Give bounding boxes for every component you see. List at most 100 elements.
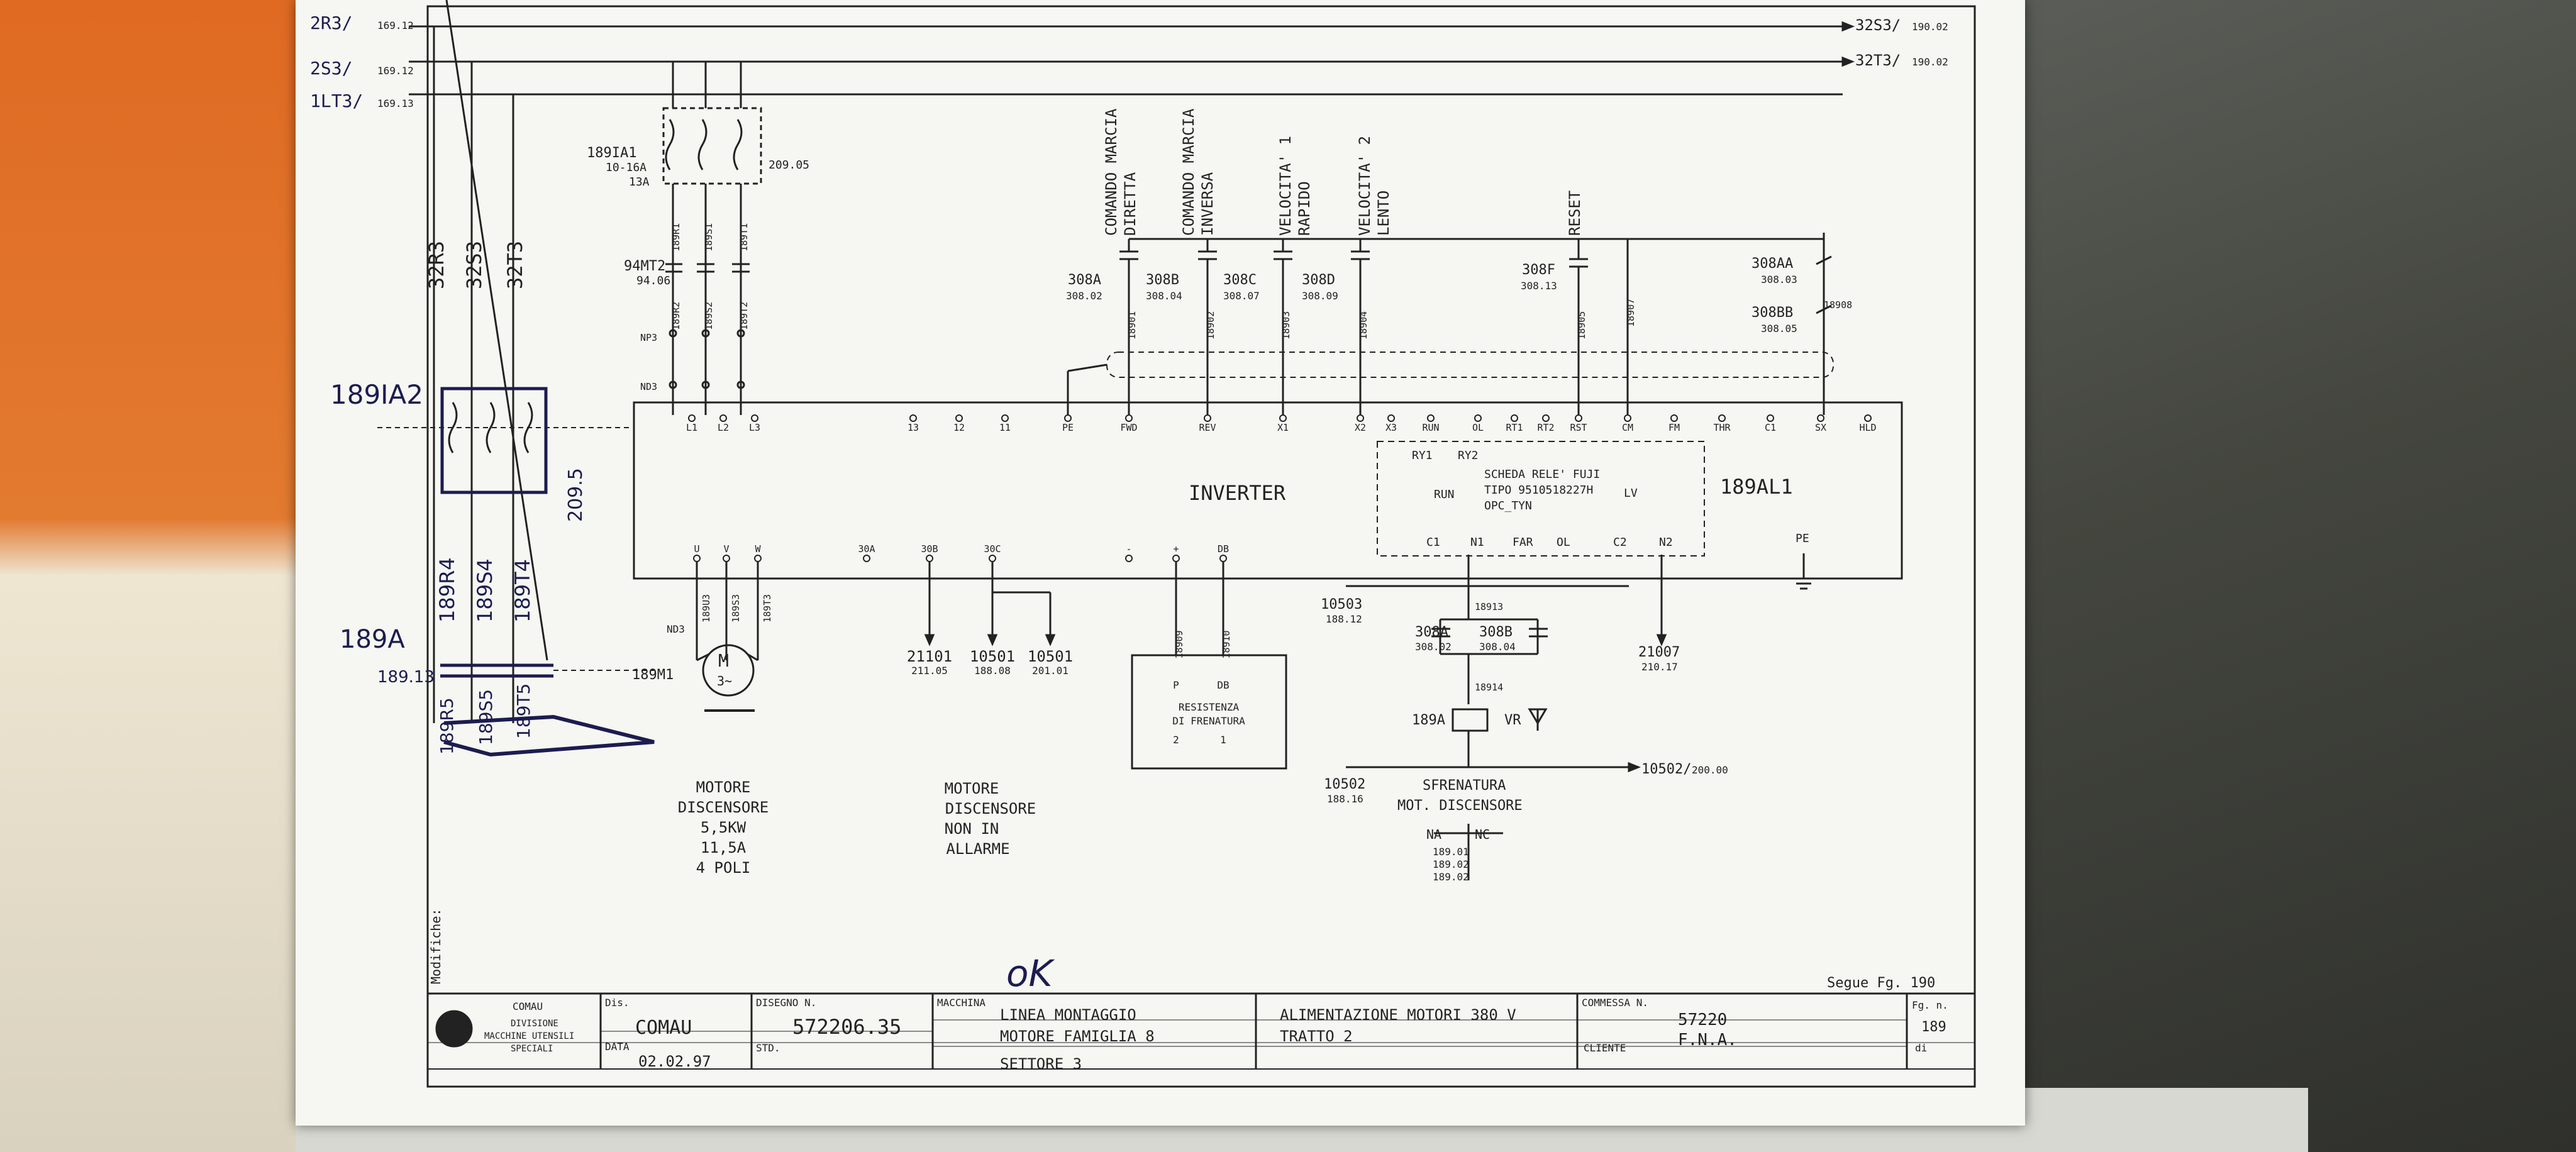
cmd-2-text1: COMANDO MARCIA bbox=[1180, 108, 1197, 236]
brake-contact-1: 308A bbox=[1415, 624, 1448, 640]
tb-fg-value: 189 bbox=[1921, 1019, 1946, 1035]
supply-out-t: 32T3/ bbox=[1855, 52, 1901, 69]
supply-t-label: 1LT3/ bbox=[310, 91, 363, 111]
tb-division-2: MACCHINE UTENSILI bbox=[484, 1031, 574, 1041]
ref-21007: 21007 bbox=[1638, 645, 1680, 660]
tb-line-1: LINEA MONTAGGIO bbox=[1000, 1006, 1136, 1024]
tb-macchina-label: MACCHINA bbox=[937, 997, 985, 1009]
cmd-3-ref: 308C bbox=[1223, 272, 1257, 288]
alarm-desc-4: ALLARME bbox=[946, 840, 1009, 858]
relay-c1: C1 bbox=[1426, 536, 1440, 549]
alarm-ref-2: 10501 bbox=[970, 648, 1015, 665]
motor-desc-4: 11,5A bbox=[701, 839, 747, 856]
terminal-rst: RST bbox=[1570, 422, 1587, 433]
brake-desc-2: MOT. DISCENSORE bbox=[1397, 798, 1523, 814]
cmd-4-text2: LENTO bbox=[1375, 191, 1392, 236]
segue-label: Segue Fg. 190 bbox=[1827, 975, 1935, 991]
wire-18902: 18902 bbox=[1205, 311, 1216, 340]
contact-308bb-ref: 308.05 bbox=[1761, 323, 1797, 335]
brake-ref-2: 189.02 bbox=[1433, 858, 1469, 870]
wire-18908: 18908 bbox=[1824, 299, 1852, 311]
wire-18909: 18909 bbox=[1174, 630, 1185, 658]
alarm-ref-3b: 201.01 bbox=[1032, 665, 1069, 677]
contactor-189a-ref: 189.13 bbox=[377, 668, 435, 687]
wire-189r4: 189R4 bbox=[435, 557, 459, 623]
relay-ol: OL bbox=[1557, 536, 1570, 549]
relay-far: FAR bbox=[1513, 536, 1533, 549]
brake-contact-1b: 308.02 bbox=[1415, 641, 1452, 653]
terminal-l2: L2 bbox=[718, 422, 729, 433]
tb-data-label: DATA bbox=[605, 1041, 630, 1053]
cmd-3-ref2: 308.07 bbox=[1223, 290, 1260, 302]
terminal-hld: HLD bbox=[1859, 422, 1876, 433]
supply-s-ref: 169.12 bbox=[377, 65, 414, 77]
terminal-rev: REV bbox=[1199, 422, 1216, 433]
terminal-ol: OL bbox=[1472, 422, 1484, 433]
terminal-x3: X3 bbox=[1385, 422, 1397, 433]
brake-out-arrow: 10502/ bbox=[1641, 762, 1691, 777]
contactor-189a-label: 189A bbox=[340, 625, 405, 654]
wire-189t1: 189T1 bbox=[738, 223, 750, 252]
tb-dis-label: Dis. bbox=[605, 997, 630, 1009]
contactor-94mt2-tag: 94MT2 bbox=[624, 258, 665, 274]
supply-s-label: 2S3/ bbox=[310, 58, 352, 79]
supply-out-s-ref: 190.02 bbox=[1912, 21, 1948, 33]
relay-card-title: SCHEDA RELE' FUJI bbox=[1484, 468, 1600, 481]
relay-pe: PE bbox=[1796, 532, 1809, 545]
terminal-u: U bbox=[694, 543, 699, 555]
alarm-ref-1b: 211.05 bbox=[911, 665, 948, 677]
supply-t-ref: 169.13 bbox=[377, 97, 414, 109]
wire-18903: 18903 bbox=[1280, 311, 1292, 340]
modifiche-label: Modifiche: bbox=[428, 909, 443, 984]
relay-card-model: OPC_TYN bbox=[1484, 499, 1532, 512]
motor-desc-3: 5,5KW bbox=[701, 819, 747, 836]
tb-cliente-value: F.N.A. bbox=[1678, 1031, 1737, 1050]
brake-out-ref2: 188.16 bbox=[1327, 793, 1363, 805]
wire-189s4: 189S4 bbox=[473, 558, 497, 623]
terminal-w: W bbox=[755, 543, 761, 555]
terminal-l3: L3 bbox=[749, 422, 760, 433]
cmd-3-text1: VELOCITA' 1 bbox=[1277, 136, 1294, 236]
alarm-desc-2: DISCENSORE bbox=[945, 800, 1036, 817]
wire-32s3: 32S3 bbox=[462, 241, 486, 289]
contactor-nd3: ND3 bbox=[640, 381, 657, 392]
motor-nd3: ND3 bbox=[667, 623, 685, 635]
terminal-x2: X2 bbox=[1355, 422, 1366, 433]
wire-189r5: 189R5 bbox=[436, 697, 457, 755]
brake-ref-3: 189.02 bbox=[1433, 871, 1469, 883]
brake-desc-1: SFRENATURA bbox=[1423, 778, 1506, 794]
brake-vr: VR bbox=[1504, 712, 1521, 728]
wire-18907: 18907 bbox=[1625, 299, 1636, 327]
cmd-3-text2: RAPIDO bbox=[1296, 181, 1313, 236]
relay-run: RUN bbox=[1434, 488, 1455, 501]
terminal-thr: THR bbox=[1713, 422, 1731, 433]
supply-r-ref: 169.12 bbox=[377, 19, 414, 31]
tb-commessa-label: COMMESSA N. bbox=[1582, 997, 1648, 1009]
tb-std-label: STD. bbox=[756, 1042, 780, 1054]
terminal-13: 13 bbox=[908, 422, 919, 433]
relay-c2: C2 bbox=[1613, 536, 1627, 549]
alarm-ref-2b: 188.08 bbox=[974, 665, 1011, 677]
tb-commessa-value: 57220 bbox=[1678, 1011, 1727, 1029]
inverter-label: INVERTER bbox=[1189, 481, 1286, 505]
cmd-4-text1: VELOCITA' 2 bbox=[1356, 136, 1374, 236]
contactor-np3: NP3 bbox=[640, 332, 657, 343]
brake-out-arrow2: 200.00 bbox=[1692, 764, 1728, 776]
terminal-rt2: RT2 bbox=[1537, 422, 1554, 433]
wire-189r1: 189R1 bbox=[670, 223, 682, 252]
wire-189t5: 189T5 bbox=[513, 684, 534, 739]
relay-card-type: TIPO 9510518227H bbox=[1484, 484, 1593, 497]
relay-lv: LV bbox=[1624, 487, 1638, 500]
brake-res-p: P bbox=[1173, 679, 1179, 691]
terminal-c1: C1 bbox=[1765, 422, 1776, 433]
cmd-4-ref: 308D bbox=[1302, 272, 1335, 288]
wire-189s1: 189S1 bbox=[703, 223, 714, 252]
brake-in-ref: 10503 bbox=[1321, 597, 1362, 612]
alarm-ref-1: 21101 bbox=[907, 648, 952, 665]
wire-189s2: 189S2 bbox=[703, 302, 714, 330]
terminal-minus: - bbox=[1126, 543, 1131, 555]
relay-ry1: RY1 bbox=[1412, 449, 1433, 462]
wire-18914: 18914 bbox=[1475, 682, 1503, 693]
wire-18905: 18905 bbox=[1576, 311, 1587, 340]
